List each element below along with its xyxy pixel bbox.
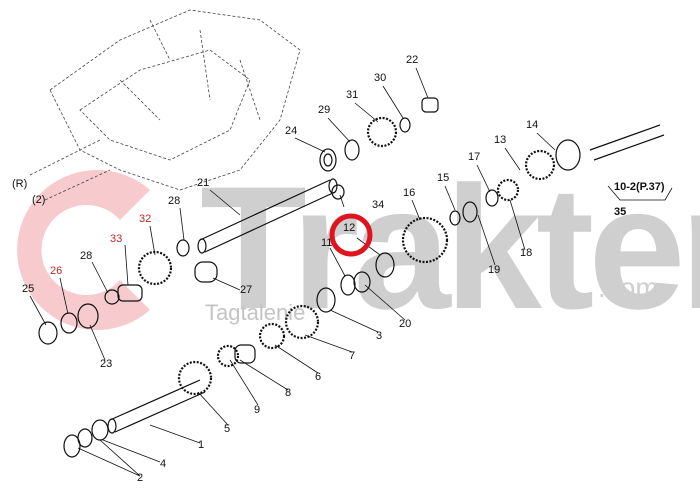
watermark-brand: Trakter (200, 151, 700, 346)
label-31: 31 (346, 89, 359, 101)
label-34: 34 (372, 199, 385, 211)
label-17: 17 (468, 151, 481, 163)
label-5: 5 (224, 423, 231, 435)
label-33: 33 (110, 233, 123, 245)
label-2: 2 (137, 472, 144, 484)
label-6: 6 (315, 371, 322, 383)
label-9: 9 (254, 404, 261, 416)
label-1: 1 (198, 439, 205, 451)
label-3: 3 (376, 330, 383, 342)
label-26: 26 (50, 265, 63, 277)
housing-sketch (29, 9, 301, 201)
label-21: 21 (197, 177, 210, 189)
label-28b: 28 (80, 250, 93, 262)
label-13: 13 (494, 134, 507, 146)
bearings-and-rings (38, 97, 581, 458)
label-27: 27 (240, 284, 253, 296)
label-25: 25 (22, 283, 35, 295)
shaft-14 (589, 124, 665, 161)
label-4: 4 (160, 458, 167, 470)
label-15: 15 (437, 172, 450, 184)
label-2-paren: (2) (32, 194, 46, 206)
label-18: 18 (520, 247, 533, 259)
label-24: 24 (285, 125, 298, 137)
label-8: 8 (285, 387, 292, 399)
label-35: 35 (614, 206, 627, 218)
label-12: 12 (343, 222, 356, 234)
label-16: 16 (403, 187, 416, 199)
shaft-1 (107, 379, 206, 434)
leader-lines (29, 67, 673, 477)
label-r: (R) (12, 178, 28, 190)
gears (137, 116, 556, 396)
label-22: 22 (406, 54, 419, 66)
label-29: 29 (318, 104, 331, 116)
watermark-suffix: .com (598, 272, 659, 303)
label-reference: 10-2(P.37) (614, 181, 665, 193)
label-14: 14 (526, 119, 539, 131)
shaft-21 (197, 178, 338, 254)
label-30: 30 (374, 72, 387, 84)
label-28a: 28 (168, 195, 181, 207)
highlight-circle (329, 213, 373, 257)
label-11: 11 (321, 237, 333, 249)
label-32: 32 (139, 213, 152, 225)
label-19: 19 (488, 264, 501, 276)
label-20: 20 (399, 318, 412, 330)
label-7: 7 (349, 350, 356, 362)
label-23: 23 (100, 358, 113, 370)
